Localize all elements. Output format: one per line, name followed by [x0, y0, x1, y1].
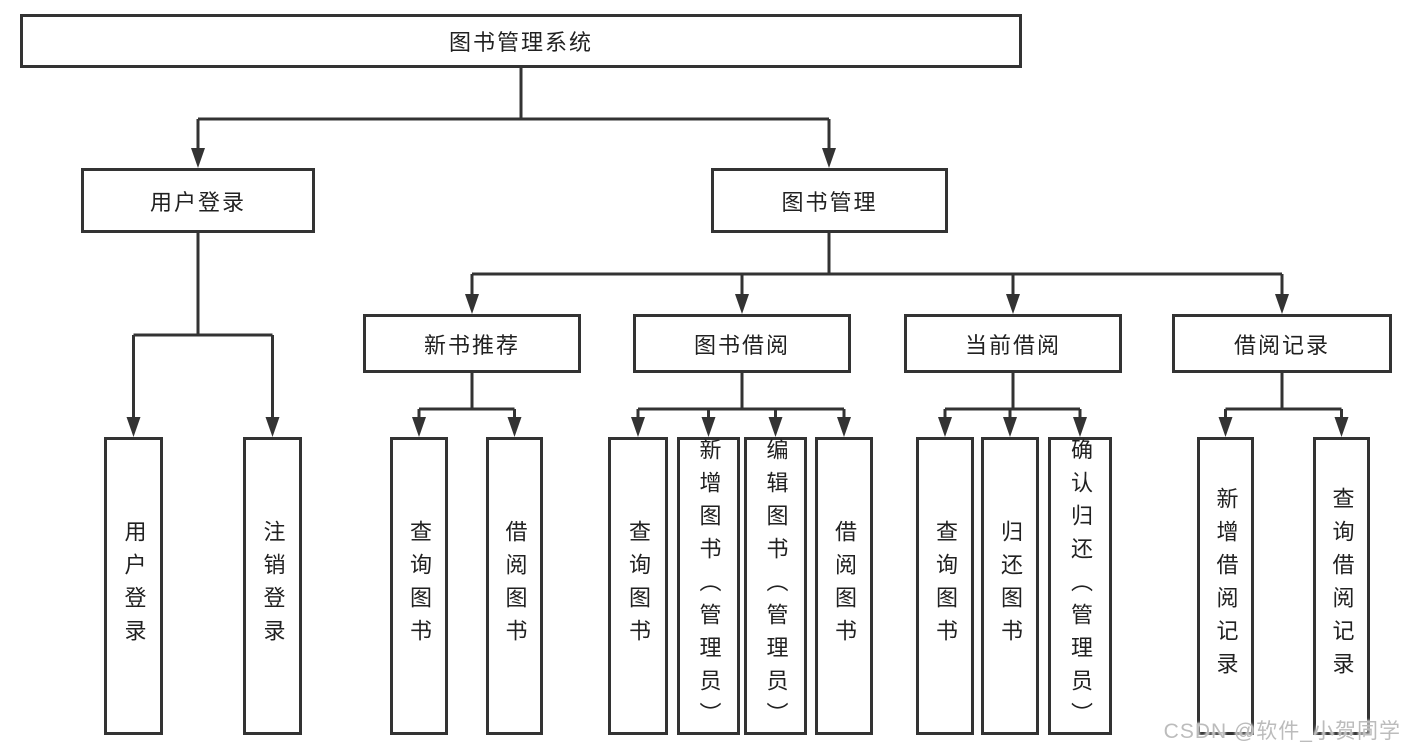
node-leaf-user-login-label: 用户登录 — [121, 520, 147, 652]
node-leaf-bb-query-books: 查询图书 — [608, 437, 668, 735]
node-leaf-bb-edit-books-admin-label: 编辑图书（管理员） — [763, 437, 789, 735]
node-user-login: 用户登录 — [81, 168, 315, 233]
node-leaf-bb-borrow-books: 借阅图书 — [815, 437, 873, 735]
node-leaf-cb-query-books: 查询图书 — [916, 437, 974, 735]
node-leaf-bb-add-books-admin: 新增图书（管理员） — [677, 437, 740, 735]
node-new-book-recommendation: 新书推荐 — [363, 314, 581, 373]
node-leaf-br-query-record-label: 查询借阅记录 — [1329, 487, 1355, 685]
node-leaf-nbr-borrow-books: 借阅图书 — [486, 437, 543, 735]
node-borrowing-records: 借阅记录 — [1172, 314, 1392, 373]
node-leaf-cb-confirm-return-admin: 确认归还（管理员） — [1048, 437, 1112, 735]
node-user-login-label: 用户登录 — [149, 189, 246, 215]
node-root: 图书管理系统 — [20, 14, 1022, 68]
node-leaf-bb-add-books-admin-label: 新增图书（管理员） — [696, 437, 722, 735]
node-leaf-br-query-record: 查询借阅记录 — [1313, 437, 1370, 735]
node-leaf-bb-edit-books-admin: 编辑图书（管理员） — [744, 437, 807, 735]
node-leaf-cb-query-books-label: 查询图书 — [933, 520, 958, 652]
node-new-book-recommendation-label: 新书推荐 — [423, 332, 520, 358]
node-leaf-nbr-borrow-books-label: 借阅图书 — [502, 520, 528, 652]
csdn-watermark: CSDN @软件_小贺同学 — [1163, 720, 1401, 743]
node-leaf-br-add-record-label: 新增借阅记录 — [1213, 487, 1239, 685]
node-leaf-nbr-query-books-label: 查询图书 — [407, 520, 432, 652]
node-leaf-bb-borrow-books-label: 借阅图书 — [832, 520, 857, 652]
node-book-management: 图书管理 — [711, 168, 948, 233]
node-book-management-label: 图书管理 — [781, 189, 878, 215]
node-book-borrowing-label: 图书借阅 — [693, 332, 790, 358]
node-root-label: 图书管理系统 — [448, 30, 593, 55]
node-book-borrowing: 图书借阅 — [633, 314, 851, 373]
node-current-borrowing: 当前借阅 — [904, 314, 1122, 373]
node-leaf-bb-query-books-label: 查询图书 — [626, 520, 651, 652]
node-borrowing-records-label: 借阅记录 — [1233, 332, 1330, 358]
node-leaf-logout-label: 注销登录 — [260, 520, 286, 652]
node-leaf-nbr-query-books: 查询图书 — [390, 437, 448, 735]
node-leaf-cb-return-books-label: 归还图书 — [998, 520, 1023, 652]
node-current-borrowing-label: 当前借阅 — [964, 332, 1061, 358]
node-leaf-cb-confirm-return-admin-label: 确认归还（管理员） — [1068, 437, 1093, 735]
node-leaf-br-add-record: 新增借阅记录 — [1197, 437, 1254, 735]
node-leaf-logout: 注销登录 — [243, 437, 302, 735]
arrowheads — [126, 148, 1349, 437]
node-leaf-cb-return-books: 归还图书 — [981, 437, 1039, 735]
node-leaf-user-login: 用户登录 — [104, 437, 163, 735]
